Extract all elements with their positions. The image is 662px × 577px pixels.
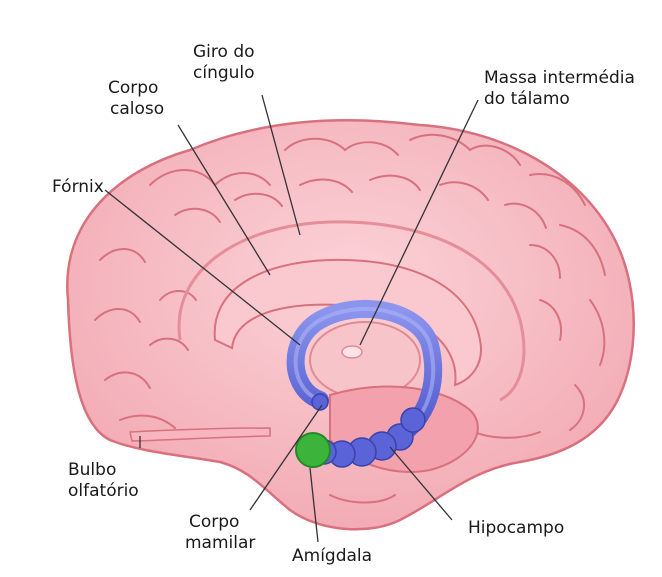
label-amigdala: Amígdala bbox=[292, 546, 372, 567]
amygdala bbox=[296, 433, 330, 467]
label-giro-do-cingulo: Giro do cíngulo bbox=[193, 42, 255, 84]
label-corpo-mamilar: Corpo mamilar bbox=[185, 512, 255, 554]
label-massa-intermedia: Massa intermédia do tálamo bbox=[484, 68, 635, 110]
label-hipocampo: Hipocampo bbox=[468, 518, 564, 539]
label-fornix: Fórnix bbox=[52, 177, 104, 198]
label-bulbo-olfatorio: Bulbo olfatório bbox=[68, 460, 139, 502]
massa-intermedia-dot bbox=[342, 346, 362, 358]
label-corpo-caloso: Corpo caloso bbox=[108, 78, 164, 120]
